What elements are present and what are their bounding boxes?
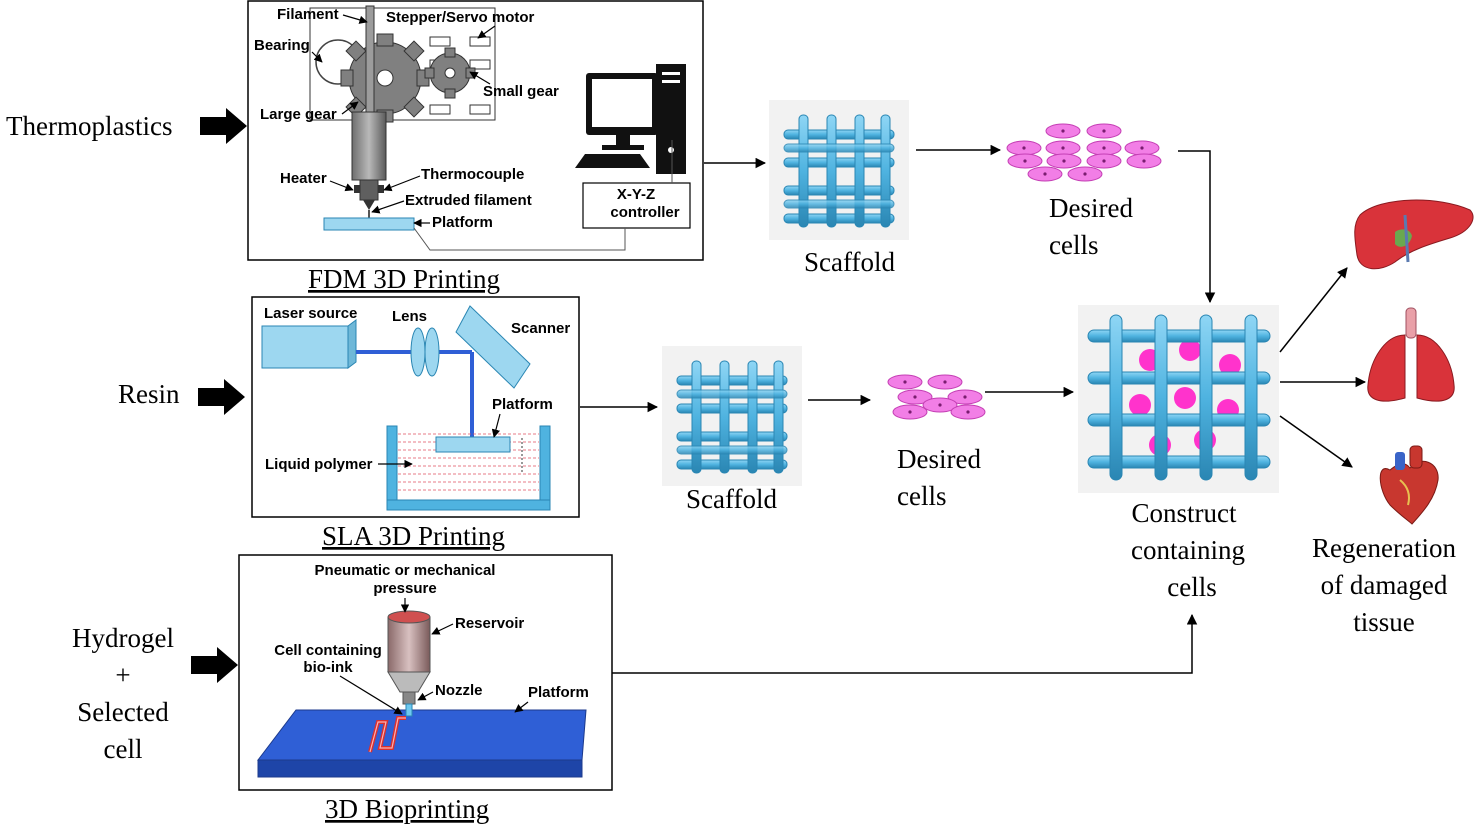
nozzle-icon xyxy=(402,691,416,705)
label-regen-3: tissue xyxy=(1353,607,1415,637)
label-cells-mid-2: cells xyxy=(897,481,946,511)
cells-mid-icon xyxy=(887,374,986,420)
fdm-panel xyxy=(247,0,704,261)
label-scaffold-mid: Scaffold xyxy=(686,484,777,514)
label-lens: Lens xyxy=(392,308,427,325)
xyz-controller-box xyxy=(582,182,691,229)
label-regen-2: of damaged xyxy=(1321,570,1448,600)
label-cells-top-2: cells xyxy=(1049,230,1098,260)
computer-icon xyxy=(575,64,686,174)
label-extruded-filament: Extruded filament xyxy=(405,192,532,209)
label-scaffold-top: Scaffold xyxy=(804,247,895,277)
lungs-icon xyxy=(1367,307,1455,402)
heart-icon xyxy=(1379,445,1439,525)
label-bioink-2: bio-ink xyxy=(303,659,353,676)
label-large-gear: Large gear xyxy=(260,106,337,123)
label-small-gear: Small gear xyxy=(483,83,559,100)
large-gear-icon xyxy=(340,33,430,123)
input-hydrogel: Hydrogel xyxy=(72,623,174,653)
label-bioink-1: Cell containing xyxy=(274,642,382,659)
label-heater: Heater xyxy=(280,170,327,187)
arrow-cells-top-to-construct xyxy=(1178,150,1216,304)
label-cells-mid-1: Desired xyxy=(897,444,981,474)
fdm-platform-icon xyxy=(323,217,415,231)
small-gear-icon xyxy=(424,47,476,99)
label-controller-1: X-Y-Z xyxy=(617,186,655,203)
reservoir-icon xyxy=(387,616,431,673)
label-pressure-1: Pneumatic or mechanical xyxy=(315,562,496,579)
liver-icon xyxy=(1354,199,1474,270)
cells-top-icon xyxy=(1006,123,1162,182)
label-reservoir: Reservoir xyxy=(455,615,524,632)
caption-bioprinting: 3D Bioprinting xyxy=(325,794,489,824)
input-plus: + xyxy=(115,660,130,690)
label-controller-2: controller xyxy=(610,204,679,221)
filament-icon xyxy=(365,5,375,117)
arrow-to-heart xyxy=(1279,415,1353,468)
scaffold-mid-icon xyxy=(661,345,803,487)
bioprinting-panel xyxy=(238,554,613,791)
caption-sla: SLA 3D Printing xyxy=(322,521,505,551)
arrow-to-liver xyxy=(1279,267,1348,353)
label-cells-top-1: Desired xyxy=(1049,193,1133,223)
input-selected: Selected xyxy=(77,697,169,727)
input-resin: Resin xyxy=(118,379,180,409)
label-construct-2: containing xyxy=(1131,535,1245,565)
input-cell: cell xyxy=(104,734,143,764)
scaffold-top-icon xyxy=(768,99,910,241)
laser-source-icon xyxy=(261,325,349,369)
label-laser: Laser source xyxy=(264,305,357,322)
label-nozzle: Nozzle xyxy=(435,682,483,699)
heater-icon xyxy=(359,179,379,201)
arrow-bio-to-construct xyxy=(612,613,1198,674)
label-bearing: Bearing xyxy=(254,37,310,54)
label-pressure-2: pressure xyxy=(373,580,436,597)
construct-icon xyxy=(1078,305,1279,493)
bio-platform-icon xyxy=(256,709,587,761)
label-fdm-platform: Platform xyxy=(432,214,493,231)
label-stepper: Stepper/Servo motor xyxy=(386,9,535,26)
label-filament: Filament xyxy=(277,6,339,23)
label-scanner: Scanner xyxy=(511,320,570,337)
scanner-icon xyxy=(455,305,531,389)
resin-vat-icon xyxy=(386,425,551,511)
label-thermocouple: Thermocouple xyxy=(421,166,524,183)
label-bio-platform: Platform xyxy=(528,684,589,701)
caption-fdm: FDM 3D Printing xyxy=(308,264,500,294)
input-thermoplastics: Thermoplastics xyxy=(6,111,172,141)
label-liquid-polymer: Liquid polymer xyxy=(265,456,373,473)
label-sla-platform: Platform xyxy=(492,396,553,413)
label-regen-1: Regeneration xyxy=(1312,533,1456,563)
label-construct-1: Construct xyxy=(1132,498,1237,528)
label-construct-3: cells xyxy=(1167,572,1216,602)
block-arrow-resin xyxy=(198,379,245,415)
block-arrow-hydrogel xyxy=(191,647,238,683)
sla-panel xyxy=(251,296,580,518)
block-arrow-thermoplastics xyxy=(200,108,247,144)
lens-icon xyxy=(410,327,426,377)
